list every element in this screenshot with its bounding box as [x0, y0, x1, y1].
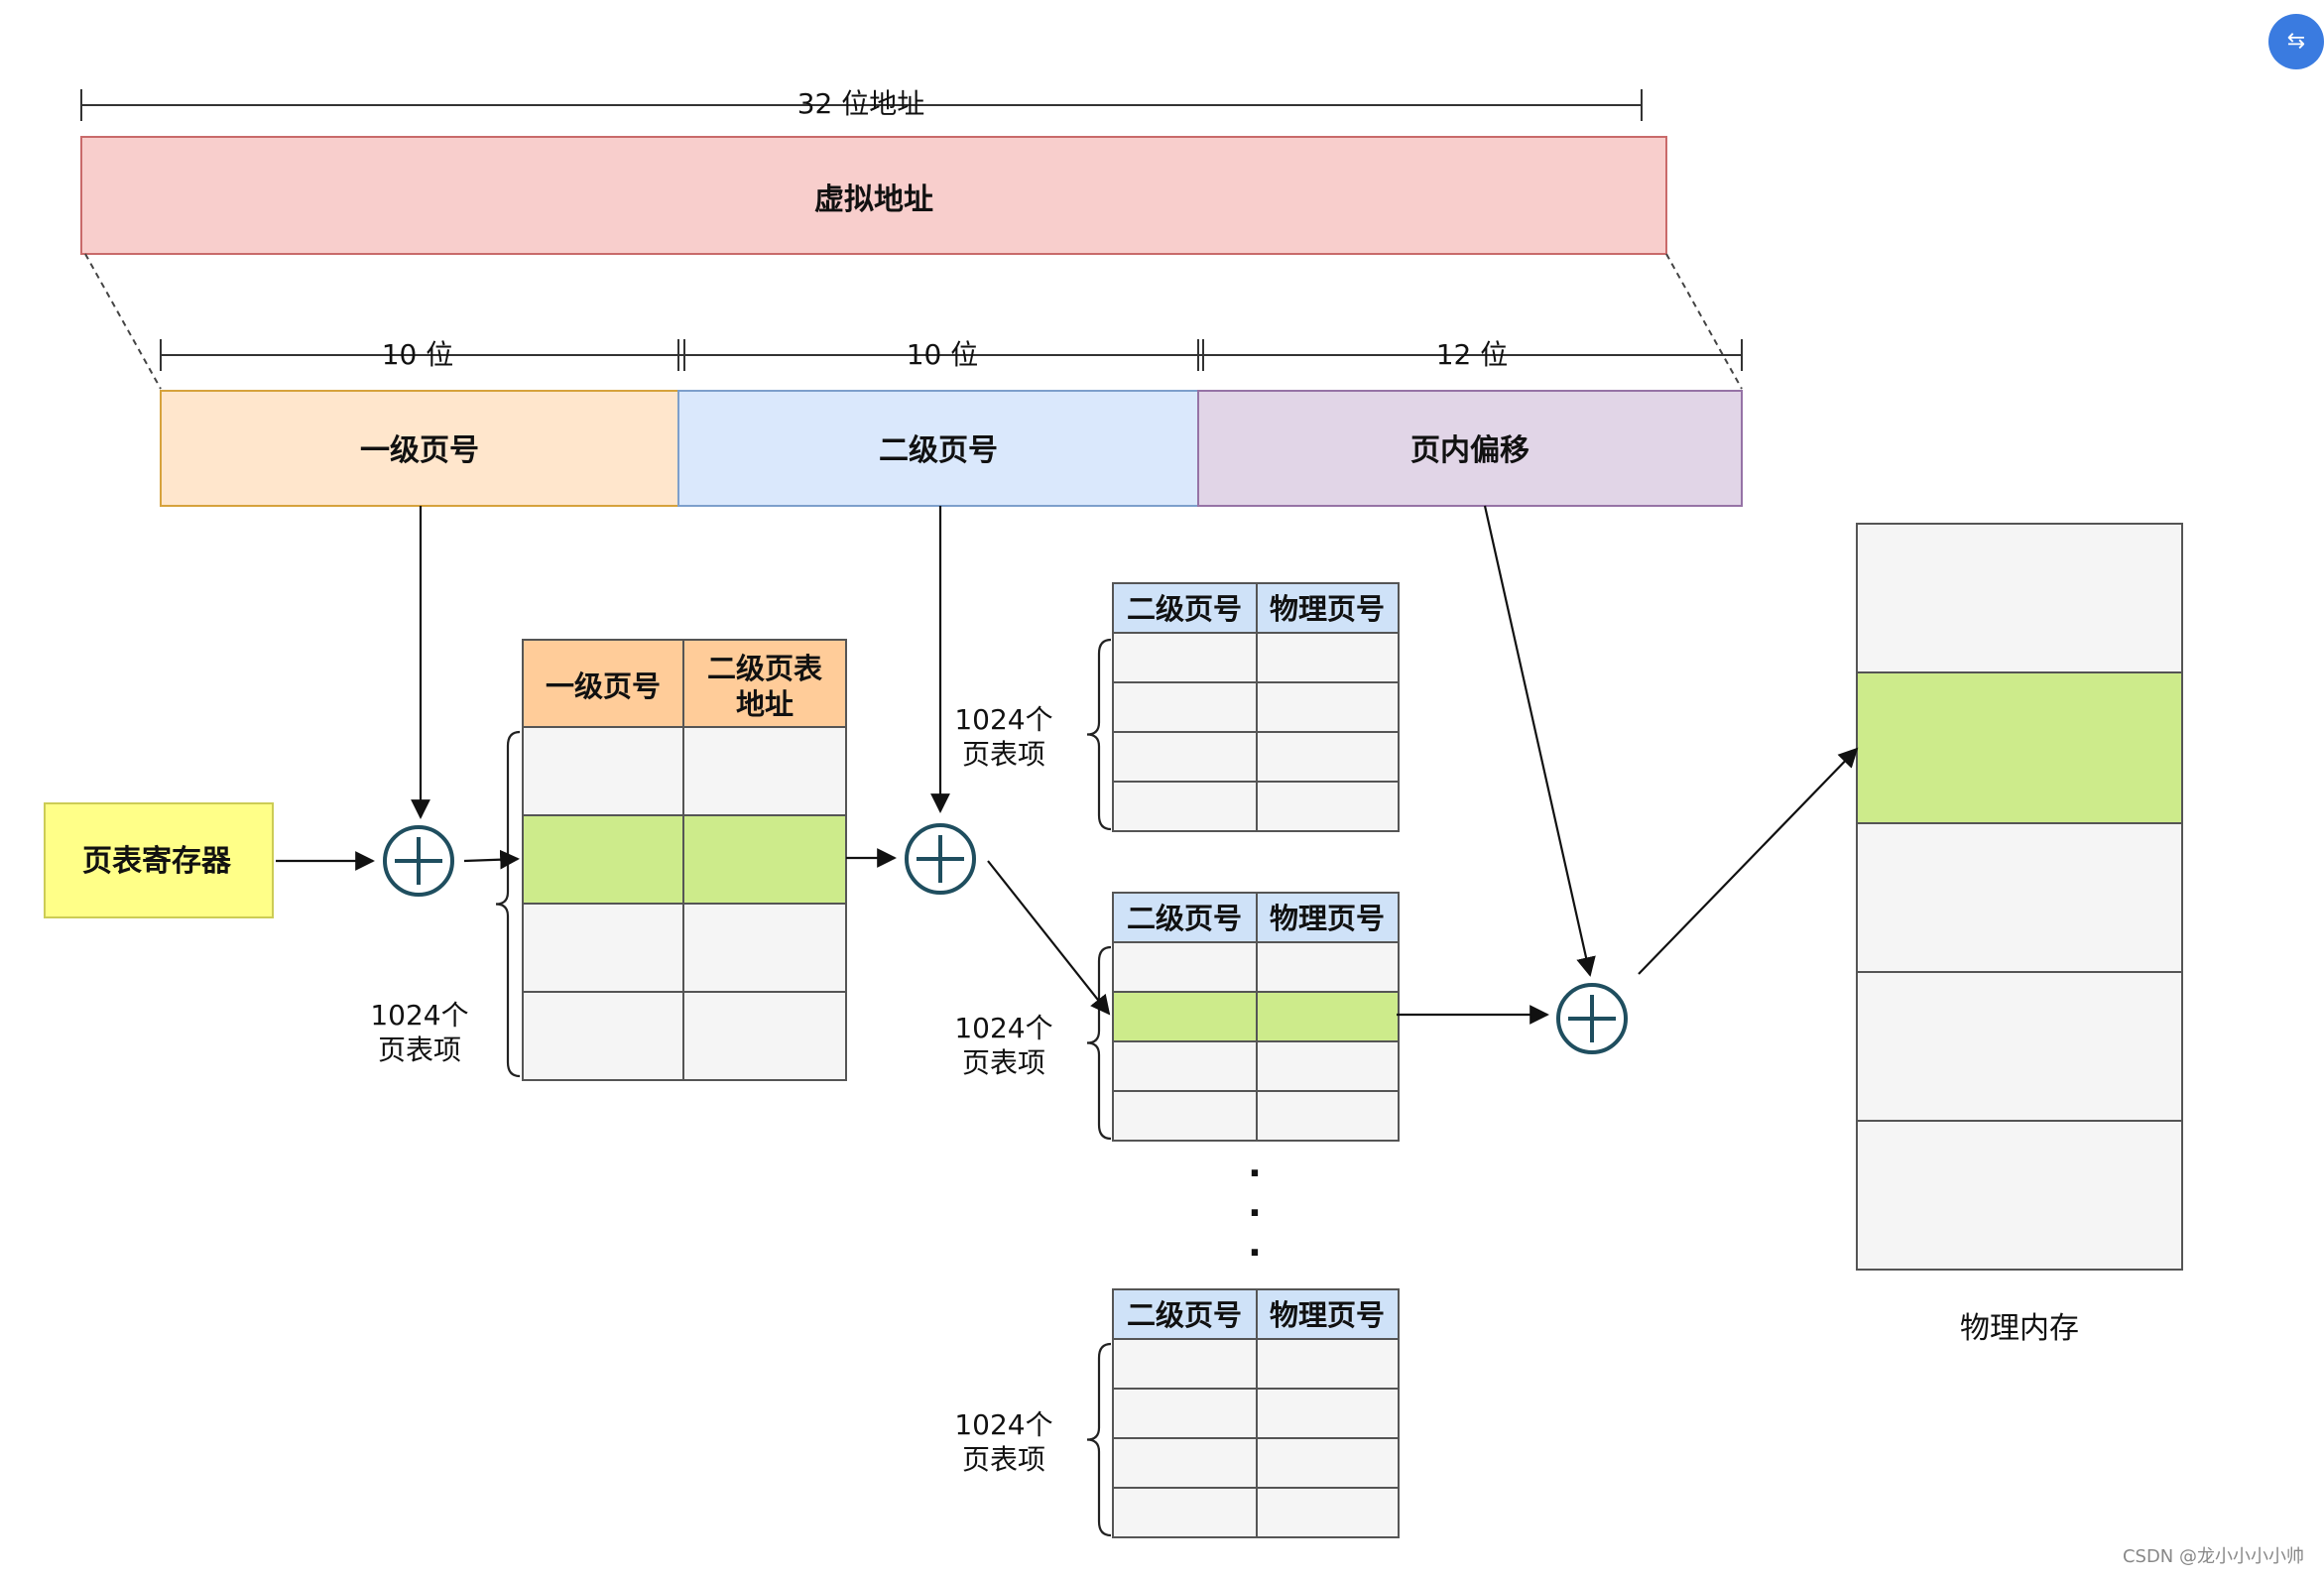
entries-count-label: 1024个	[370, 999, 468, 1032]
plus-circle-icon	[1556, 983, 1628, 1054]
level1-page-table: 一级页号 二级页表 地址	[522, 639, 847, 1081]
table-row	[1256, 1437, 1400, 1489]
bits-offset-label: 12 位	[1436, 338, 1509, 371]
entries-count-label: 1024个	[954, 1012, 1052, 1044]
table-row	[1256, 731, 1400, 783]
memory-block	[1856, 822, 2183, 973]
table-row	[1256, 681, 1400, 733]
level2-page-table: 二级页号物理页号	[1112, 582, 1400, 832]
table-row	[1256, 1338, 1400, 1390]
table-row	[682, 903, 847, 993]
watermark: CSDN @龙小小小小帅	[2122, 1546, 2304, 1567]
brace-icon	[495, 638, 1112, 1537]
svg-text:·: ·	[1248, 1154, 1262, 1194]
field-offset-label: 页内偏移	[1410, 433, 1529, 468]
table-row	[1256, 632, 1400, 683]
memory-block	[1856, 671, 2183, 824]
table-row	[1256, 1090, 1400, 1142]
table-row	[1112, 781, 1258, 832]
table-row	[1112, 1090, 1258, 1142]
field-level2	[677, 390, 1199, 507]
level2-page-table: 二级页号物理页号	[1112, 892, 1400, 1142]
table-row	[1112, 1040, 1258, 1092]
page-table-register-label: 页表寄存器	[82, 844, 232, 879]
memory-block	[1856, 971, 2183, 1122]
plus-circle-icon	[383, 825, 454, 897]
table-row	[1112, 1388, 1258, 1439]
address-fields: 一级页号 二级页号 页内偏移	[160, 390, 1743, 507]
ellipsis: · · ·	[1248, 1154, 1262, 1274]
address-bits-dimension: 32 位地址	[80, 87, 1643, 121]
svg-text:·: ·	[1248, 1233, 1262, 1274]
table-row	[522, 903, 684, 993]
arrow-icon	[276, 505, 1859, 1025]
entries-unit-label: 页表项	[962, 1046, 1045, 1079]
level1-col2-header-line1: 二级页表	[707, 652, 822, 685]
svg-text:·: ·	[1248, 1193, 1262, 1234]
level1-col1-header: 一级页号	[546, 669, 661, 703]
bits-level2-label: 10 位	[907, 338, 979, 371]
table-row	[1256, 1388, 1400, 1439]
level2-col1-header: 二级页号	[1127, 592, 1242, 626]
memory-block	[1856, 523, 2183, 673]
entries-unit-label: 页表项	[962, 738, 1045, 771]
table-row	[1256, 1040, 1400, 1092]
virtual-address-bar: 虚拟地址	[80, 136, 1667, 255]
entries-unit-label: 页表项	[962, 1443, 1045, 1476]
level2-col2-header: 物理页号	[1270, 1298, 1385, 1332]
table-row	[1112, 991, 1258, 1042]
table-row	[1112, 941, 1258, 993]
level1-col2-header-line2: 地址	[736, 687, 794, 721]
field-offset	[1197, 390, 1743, 507]
field-level2-label: 二级页号	[879, 433, 998, 468]
table-row	[1256, 781, 1400, 832]
table-row	[522, 991, 684, 1081]
field-level1-label: 一级页号	[360, 433, 479, 468]
level2-col2-header: 物理页号	[1270, 902, 1385, 935]
table-row	[682, 726, 847, 816]
entries-labels: 1024个 页表项 1024个 页表项 1024个 页表项 1024个 页表项	[370, 703, 1052, 1476]
table-row	[1112, 632, 1258, 683]
field-level1	[160, 390, 679, 507]
plus-circle-icon	[905, 823, 976, 895]
level2-col2-header: 物理页号	[1270, 592, 1385, 626]
table-row	[1256, 1487, 1400, 1538]
level2-page-table: 二级页号物理页号	[1112, 1288, 1400, 1538]
address-bits-label: 32 位地址	[797, 87, 925, 120]
table-row	[682, 814, 847, 905]
table-row	[522, 814, 684, 905]
entries-unit-label: 页表项	[378, 1033, 461, 1066]
entries-count-label: 1024个	[954, 1408, 1052, 1441]
table-row	[522, 726, 684, 816]
level2-col1-header: 二级页号	[1127, 902, 1242, 935]
field-bits-dimensions: 10 位 10 位 12 位	[160, 338, 1743, 371]
level2-page-tables: 二级页号物理页号二级页号物理页号二级页号物理页号	[1112, 582, 1400, 1538]
translate-icon[interactable]: ⇆	[2268, 14, 2324, 69]
physical-memory-label: 物理内存	[1960, 1311, 2079, 1346]
virtual-address-label: 虚拟地址	[814, 182, 933, 217]
table-row	[1112, 731, 1258, 783]
table-row	[682, 991, 847, 1081]
bits-level1-label: 10 位	[382, 338, 454, 371]
physical-memory	[1856, 523, 2183, 1271]
level2-col1-header: 二级页号	[1127, 1298, 1242, 1332]
page-table-register: 页表寄存器	[44, 802, 274, 918]
entries-count-label: 1024个	[954, 703, 1052, 736]
table-row	[1256, 991, 1400, 1042]
table-row	[1256, 941, 1400, 993]
table-row	[1112, 1338, 1258, 1390]
table-row	[1112, 1487, 1258, 1538]
table-row	[1112, 681, 1258, 733]
table-row	[1112, 1437, 1258, 1489]
memory-block	[1856, 1120, 2183, 1271]
